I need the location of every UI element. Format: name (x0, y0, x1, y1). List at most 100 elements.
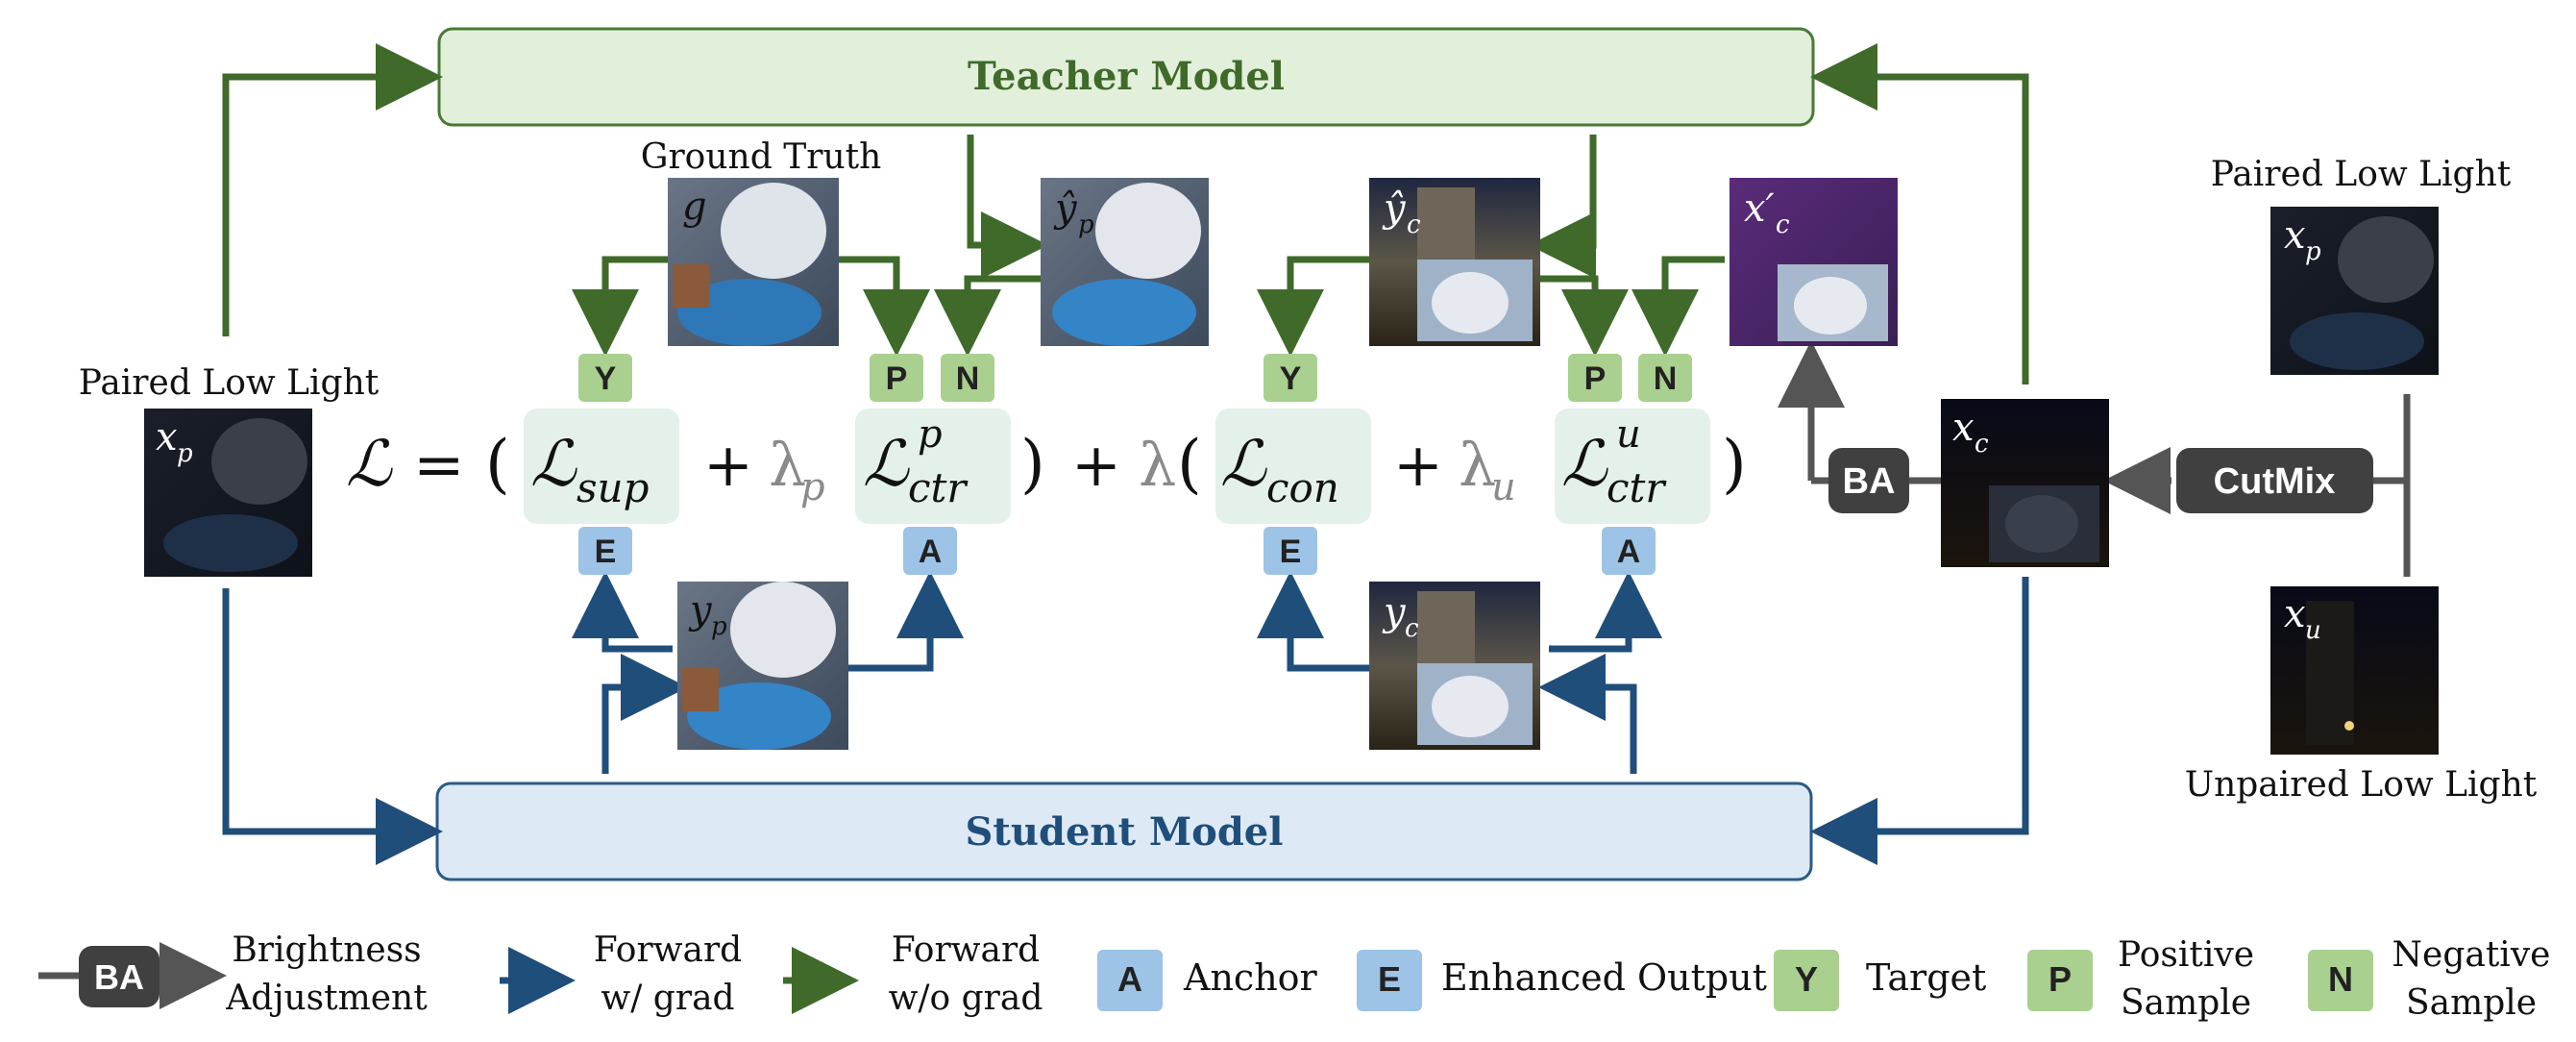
paired-right-caption: Paired Low Light (2211, 155, 2512, 194)
eq-con-sub: con (1266, 464, 1339, 511)
yhat-p-symbol: ŷ (1053, 186, 1078, 231)
legend-negative-sample: N Negative Sample (2308, 935, 2550, 1023)
svg-text:p: p (177, 439, 193, 468)
teacher-model-box: Teacher Model (437, 27, 1815, 127)
student-model-label: Student Model (966, 809, 1284, 855)
badge-y-sup: Y (595, 360, 617, 397)
badge-n-ctr-u: N (1654, 360, 1678, 397)
y-c-symbol: y (1382, 590, 1407, 634)
svg-text:p: p (2305, 237, 2321, 266)
badge-e-sup: E (595, 533, 617, 570)
eq-ctr-u-sub: ctr (1607, 464, 1667, 511)
y-p-image: y p (677, 582, 848, 750)
badge-a-ctr-u: A (1617, 533, 1641, 570)
paired-left-caption: Paired Low Light (79, 363, 380, 403)
yhat-p-image: ŷ p (1041, 178, 1209, 346)
unpaired-low-light: x u Unpaired Low Light (2185, 586, 2538, 805)
legend-positive-sample: P Positive Sample (2027, 935, 2254, 1023)
svg-text:Brightness: Brightness (232, 930, 421, 970)
blue-arrows (222, 571, 2029, 865)
green-arrows (222, 43, 2029, 385)
loss-equation: ℒ = ( ℒ sup + λ p ℒ p ctr ) + λ ( ℒ con … (346, 412, 1747, 511)
legend-forward-grad: Forward w/ grad (500, 930, 742, 1018)
svg-text:Adjustment: Adjustment (225, 979, 428, 1018)
svg-text:CutMix: CutMix (2214, 461, 2336, 502)
eq-L: ℒ (346, 427, 393, 501)
badges: Y P N Y P N E A E A (578, 354, 1692, 575)
term-backgrounds (524, 409, 1710, 524)
eq-lambda-u: λ (1459, 430, 1496, 500)
svg-text:BA: BA (1843, 461, 1896, 502)
eq-ctr-p-sub: ctr (908, 464, 969, 511)
svg-text:P: P (2049, 959, 2072, 999)
svg-text:Forward: Forward (594, 930, 742, 970)
eq-L-ctr-u: ℒ (1561, 427, 1608, 501)
svg-text:Sample: Sample (2121, 983, 2251, 1023)
svg-text:w/o grad: w/o grad (889, 979, 1043, 1018)
svg-text:A: A (1117, 959, 1142, 999)
svg-text:Anchor: Anchor (1183, 956, 1318, 999)
ba-op: BA (1828, 448, 1909, 513)
cutmix-op: CutMix (2176, 448, 2373, 513)
eq-L-con: ℒ (1220, 427, 1267, 501)
svg-text:Positive: Positive (2118, 935, 2254, 975)
eq-plus2: + (1071, 430, 1121, 500)
badge-p-ctr-u: P (1584, 360, 1607, 397)
svg-text:c: c (1975, 430, 1989, 459)
svg-text:Y: Y (1795, 959, 1818, 999)
legend-forward-no-grad: Forward w/o grad (783, 930, 1043, 1018)
svg-text:Enhanced Output: Enhanced Output (1441, 956, 1767, 999)
yhat-c-symbol: ŷ (1382, 186, 1407, 231)
svg-text:Sample: Sample (2406, 983, 2537, 1023)
student-model-box: Student Model (435, 782, 1813, 881)
badge-n-ctr-p: N (956, 360, 980, 397)
eq-lambda: λ (1139, 430, 1176, 500)
eq-close2: ) (1722, 427, 1747, 501)
paired-low-light-right: Paired Low Light x p (2211, 155, 2512, 375)
yhat-c-image: ŷ c (1369, 178, 1540, 346)
eq-L-sup: ℒ (530, 427, 577, 501)
x-c-image: x c (1941, 399, 2109, 567)
svg-text:Negative: Negative (2392, 935, 2551, 975)
svg-text:c: c (1405, 614, 1419, 643)
eq-L-ctr-p: ℒ (863, 427, 910, 501)
x-c-symbol: x (1952, 406, 1975, 450)
eq-ctr-p-sup: p (918, 412, 943, 457)
svg-text:c: c (1407, 211, 1421, 239)
svg-text:E: E (1378, 959, 1401, 999)
x-c-prime-image: x′ c (1730, 178, 1898, 346)
badge-a-ctr-p: A (919, 533, 943, 570)
legend-target: Y Target (1774, 950, 1986, 1011)
eq-ctr-u-sup: u (1616, 412, 1641, 457)
eq-lambda-p: λ (769, 430, 806, 500)
x-c-prime-symbol: x′ (1744, 186, 1775, 231)
svg-text:N: N (2328, 959, 2353, 999)
svg-text:p: p (1078, 211, 1094, 239)
x-p-right-symbol: x (2284, 213, 2306, 258)
g-symbol: g (682, 185, 707, 229)
eq-equals: = (413, 430, 465, 501)
ground-truth-image: Ground Truth g (641, 137, 882, 346)
badge-p-ctr-p: P (886, 360, 908, 397)
eq-lambda-u-sub: u (1491, 465, 1516, 509)
y-p-symbol: y (688, 588, 713, 633)
paired-low-light-left: Paired Low Light x p (79, 363, 380, 577)
legend-ba: BA Brightness Adjustment (38, 930, 428, 1018)
y-c-image: y c (1369, 582, 1540, 750)
ground-truth-caption: Ground Truth (641, 137, 882, 177)
svg-text:Target: Target (1866, 956, 1986, 999)
x-u-symbol: x (2284, 592, 2306, 636)
eq-open1: ( (485, 427, 510, 501)
svg-text:w/ grad: w/ grad (601, 979, 734, 1018)
svg-text:c: c (1776, 211, 1790, 239)
svg-text:Forward: Forward (892, 930, 1040, 970)
svg-text:p: p (711, 612, 727, 641)
svg-text:u: u (2305, 616, 2321, 645)
legend: BA Brightness Adjustment Forward w/ grad… (38, 930, 2550, 1023)
eq-open2: ( (1177, 427, 1202, 501)
svg-text:BA: BA (94, 957, 144, 997)
badge-e-con: E (1280, 533, 1302, 570)
eq-sup-sub: sup (577, 464, 650, 511)
eq-plus3: + (1393, 430, 1443, 500)
eq-lambda-p-sub: p (800, 465, 825, 509)
